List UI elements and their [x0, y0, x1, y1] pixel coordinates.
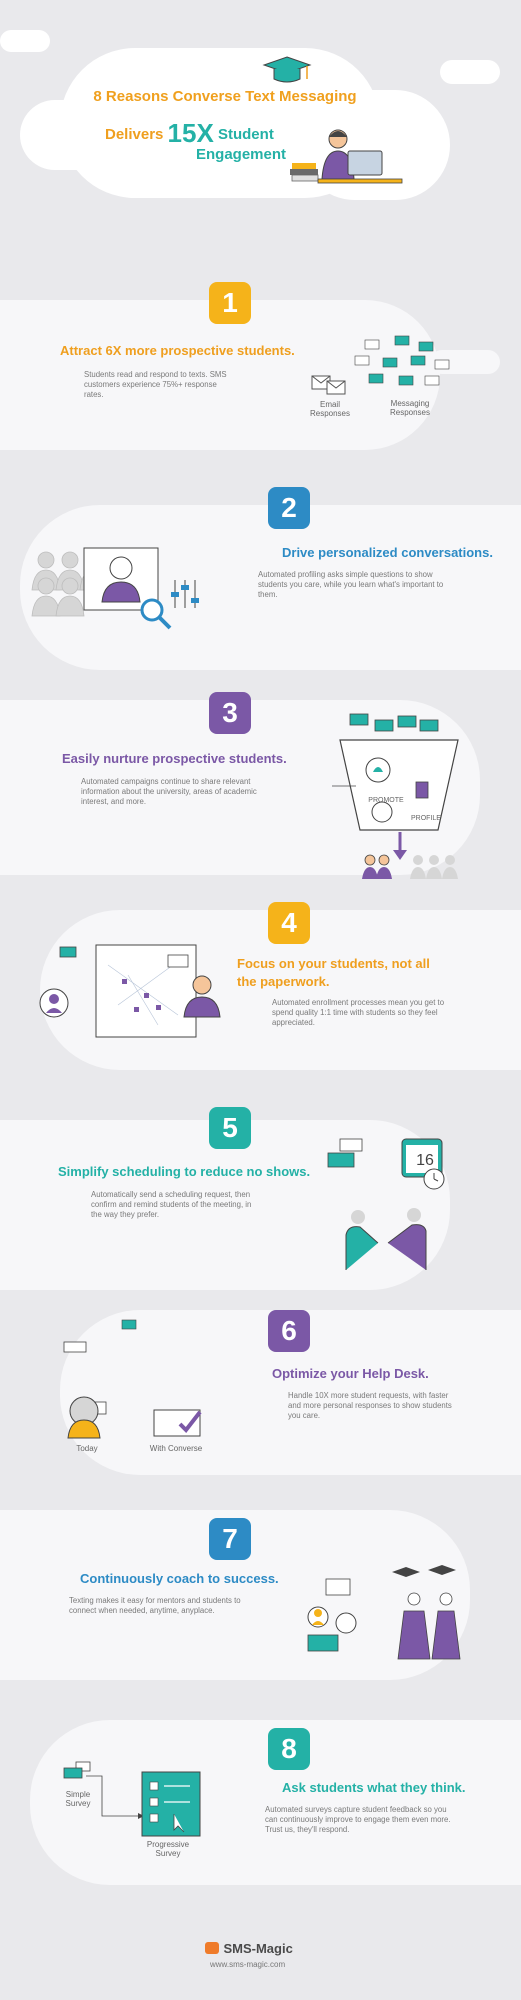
section-8-heading: Ask students what they think.	[282, 1780, 466, 1795]
message-bubbles-icon	[354, 335, 450, 386]
paperwork-network-icon	[39, 944, 221, 1038]
message-bubble-icon	[434, 359, 450, 370]
calendar-day-number: 16	[416, 1152, 434, 1169]
footer-brand: SMS-Magic	[223, 1941, 293, 1956]
section-6-description: Handle 10X more student requests, with f…	[288, 1391, 452, 1420]
deco-cloud	[360, 1020, 420, 1042]
promote-label: PROMOTE	[368, 797, 404, 804]
section-8-number-badge: 8	[268, 1728, 310, 1770]
email-responses-label: Email Responses	[309, 400, 351, 418]
message-bubble-icon	[382, 357, 398, 368]
message-bubble-icon	[398, 375, 414, 386]
section-5-number-badge: 5	[209, 1107, 251, 1149]
section-1-number-badge: 1	[209, 282, 251, 324]
section-5-heading: Simplify scheduling to reduce no shows.	[58, 1164, 311, 1179]
title-student: Student	[217, 126, 274, 143]
handshake-calendar-icon	[327, 1138, 445, 1270]
student-group-icon	[362, 854, 458, 879]
section-6-heading: Optimize your Help Desk.	[272, 1366, 429, 1381]
title-delivers: Delivers	[105, 126, 164, 143]
section-8-description: Automated surveys capture student feedba…	[265, 1805, 451, 1834]
footer-url[interactable]: www.sms-magic.com	[210, 1960, 286, 1969]
help-desk-icon	[63, 1319, 202, 1439]
section-2-description: Automated profiling asks simple question…	[258, 570, 444, 599]
section-4-number-badge: 4	[268, 902, 310, 944]
message-bubble-icon	[354, 355, 370, 366]
messaging-responses-label: Messaging Responses	[389, 399, 431, 417]
section-5-description: Automatically send a scheduling request,…	[91, 1190, 252, 1219]
message-bubble-icon	[424, 375, 440, 386]
deco-cloud	[440, 60, 500, 84]
section-4-description: Automated enrollment processes mean you …	[272, 998, 445, 1027]
coaching-graduates-icon	[307, 1565, 461, 1660]
student-laptop-icon	[290, 129, 403, 184]
title-engagement: Engagement	[196, 146, 287, 163]
funnel-icon	[332, 713, 459, 860]
message-bubble-icon	[364, 339, 380, 350]
section-2-number-badge: 2	[268, 487, 310, 529]
message-bubble-icon	[418, 341, 434, 352]
section-1-heading: Attract 6X more prospective students.	[60, 343, 295, 358]
survey-icon	[63, 1761, 201, 1837]
deco-cloud	[0, 30, 50, 52]
email-envelope-icon	[311, 375, 346, 395]
simple-survey-label: Simple Survey	[65, 1790, 91, 1808]
today-label: Today	[76, 1444, 98, 1453]
section-7-description: Texting makes it easy for mentors and st…	[69, 1596, 241, 1615]
section-2-heading: Drive personalized conversations.	[282, 545, 493, 560]
section-4-heading-line2: the paperwork.	[237, 974, 330, 989]
section-1-description: Students read and respond to texts. SMS …	[84, 370, 227, 399]
progressive-survey-label: Progressive Survey	[146, 1840, 190, 1858]
with-converse-label: With Converse	[149, 1444, 203, 1453]
header-cloud	[20, 100, 160, 170]
message-bubble-icon	[394, 335, 410, 346]
section-4-heading-line1: Focus on your students, not all	[237, 956, 430, 971]
section-1-band	[0, 300, 440, 450]
section-6-number-badge: 6	[268, 1310, 310, 1352]
section-7-heading: Continuously coach to success.	[80, 1571, 279, 1586]
graduation-cap-icon	[262, 56, 312, 83]
sms-magic-logo-icon	[205, 1942, 219, 1954]
section-3-heading: Easily nurture prospective students.	[62, 751, 287, 766]
section-3-number-badge: 3	[209, 692, 251, 734]
section-3-description: Automated campaigns continue to share re…	[81, 777, 257, 806]
page-title-line1: 8 Reasons Converse Text Messaging	[93, 88, 357, 105]
message-bubble-icon	[368, 373, 384, 384]
message-bubble-icon	[410, 355, 426, 366]
profile-search-icon	[31, 547, 199, 630]
section-7-number-badge: 7	[209, 1518, 251, 1560]
page-title-line2: Delivers 15X Student	[105, 118, 345, 149]
deco-cloud	[10, 1580, 70, 1602]
profile-label: PROFILE	[411, 815, 441, 822]
title-15x: 15X	[167, 118, 214, 148]
footer-logo: SMS-Magic	[205, 1940, 293, 1958]
